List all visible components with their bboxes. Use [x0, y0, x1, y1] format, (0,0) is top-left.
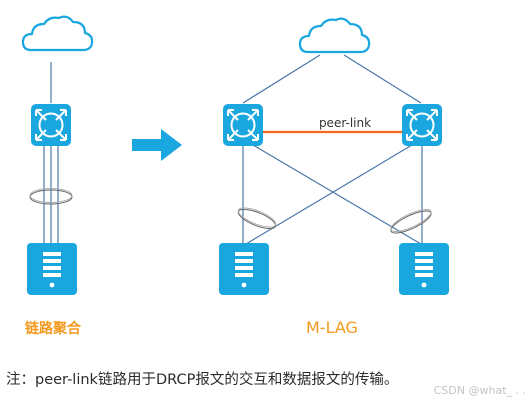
switch-icon	[30, 103, 72, 147]
cloud-icon	[21, 15, 94, 52]
mlag-cloud-uplinks	[242, 54, 422, 104]
cloud-icon	[298, 17, 371, 54]
server-icon	[27, 243, 77, 295]
peer-link-label: peer-link	[319, 116, 371, 130]
link-aggregation-ring-icon	[29, 188, 73, 205]
footnote: 注：peer-link链路用于DRCP报文的交互和数据报文的传输。	[6, 372, 399, 388]
switch-icon	[401, 103, 443, 147]
mlag-ring-right-icon	[390, 208, 432, 234]
mlag-downlinks	[242, 144, 423, 245]
watermark: CSDN @what_ . .	[433, 384, 526, 397]
server-icon	[219, 243, 269, 295]
left-aggregated-links	[43, 145, 59, 244]
right-caption: M-LAG	[306, 318, 358, 337]
mlag-ring-left-icon	[237, 207, 277, 230]
left-caption: 链路聚合	[25, 321, 81, 337]
arrow-right-icon	[132, 129, 182, 161]
server-icon	[399, 243, 449, 295]
switch-icon	[222, 103, 264, 147]
